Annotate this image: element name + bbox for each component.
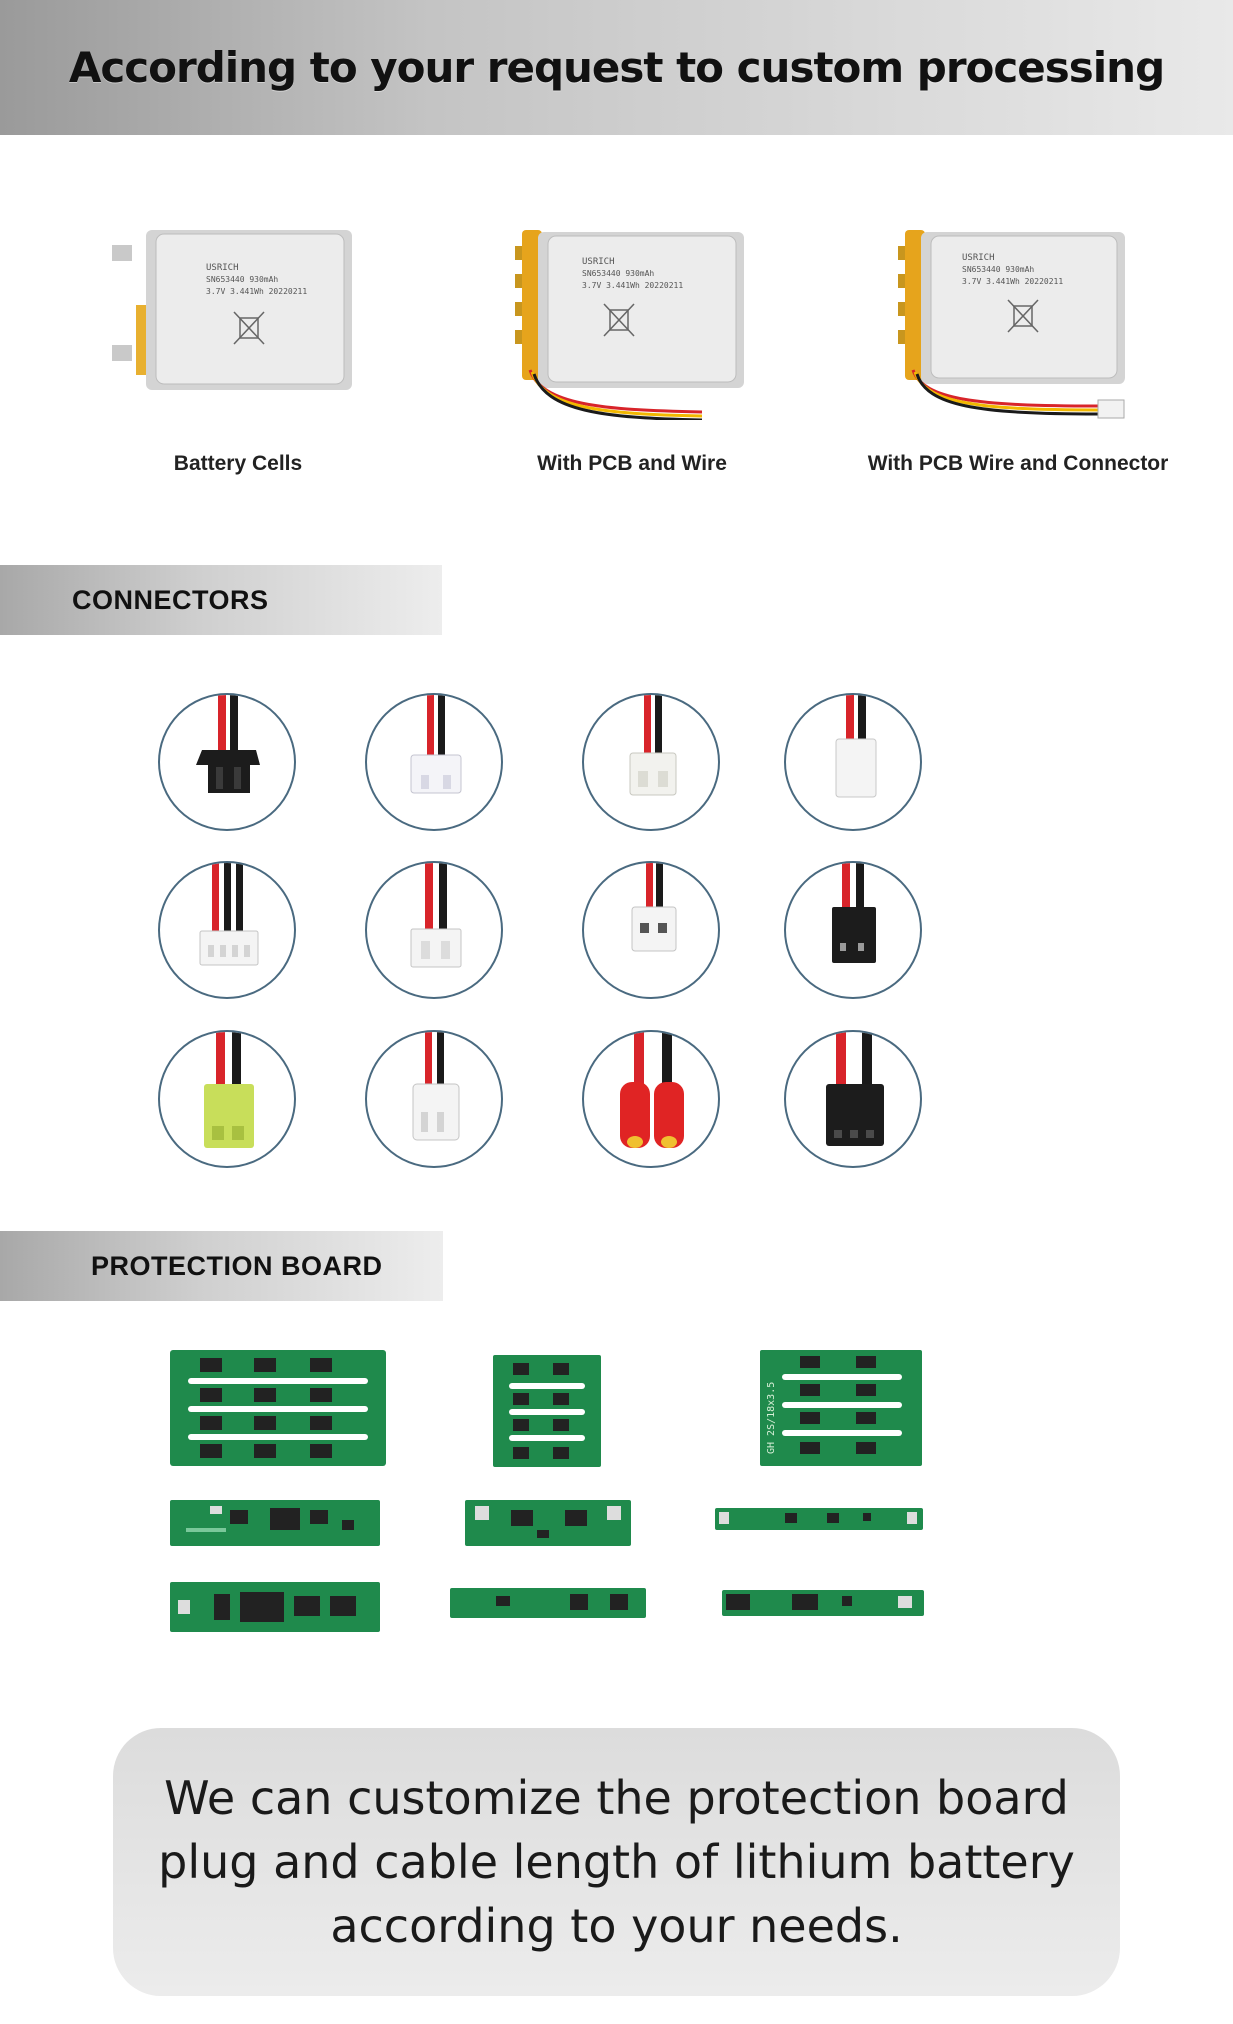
connector-jr-servo <box>784 861 922 999</box>
protection-board-1s-strip <box>715 1508 923 1530</box>
connector-zh <box>365 1030 503 1168</box>
connectors-section-header: CONNECTORS <box>0 565 442 635</box>
protection-board-1s-long <box>450 1588 646 1618</box>
connector-mx <box>582 861 720 999</box>
protection-board-3s-large: GH 2S/18x3.5 <box>760 1350 922 1466</box>
battery-cell-item: USRICH SN653440 930mAh 3.7V 3.441Wh 2022… <box>88 200 388 500</box>
customization-message: We can customize the protection board pl… <box>158 1771 1075 1953</box>
cell-label-line: USRICH <box>582 257 615 267</box>
jst-connector-icon <box>410 863 462 968</box>
board-silkscreen-label: GH 2S/18x3.5 <box>766 1382 777 1454</box>
section-title: PROTECTION BOARD <box>91 1250 383 1281</box>
connector-ph <box>365 693 503 831</box>
cell-label-line: SN653440 930mAh <box>962 265 1034 274</box>
recycle-bin-icon <box>1007 299 1039 333</box>
cell-label-line: USRICH <box>962 253 995 263</box>
connector-jst <box>365 861 503 999</box>
cell-caption: With PCB and Wire <box>537 452 727 475</box>
ph-connector-icon <box>410 695 462 794</box>
section-title: CONNECTORS <box>72 584 269 615</box>
tamiya-connector-icon <box>204 1032 254 1148</box>
sm-connector-icon <box>196 695 260 793</box>
cell-label-line: SN653440 930mAh <box>206 275 278 284</box>
3pin-connector-icon <box>199 863 259 966</box>
protection-board-section-header: PROTECTION BOARD <box>0 1231 443 1301</box>
header-banner: According to your request to custom proc… <box>0 0 1233 135</box>
connector-3pin <box>158 861 296 999</box>
battery-cell-pcb-connector-image: USRICH SN653440 930mAh 3.7V 3.441Wh 2022… <box>898 230 1125 419</box>
protection-board-4s <box>170 1350 386 1466</box>
battery-cell-image: USRICH SN653440 930mAh 3.7V 3.441Wh 2022… <box>112 230 352 390</box>
connector-el <box>784 693 922 831</box>
cell-label-line: SN653440 930mAh <box>582 269 654 278</box>
connector-tamiya <box>158 1030 296 1168</box>
cell-caption: With PCB Wire and Connector <box>867 452 1169 475</box>
connector-sm <box>158 693 296 831</box>
protection-boards-grid: GH 2S/18x3.5 <box>160 1340 960 1660</box>
battery-cell-item: USRICH SN653440 930mAh 3.7V 3.441Wh 2022… <box>858 200 1178 500</box>
protection-board-1s-wide <box>465 1500 631 1546</box>
xh-connector-icon <box>629 695 677 796</box>
protection-board-3s-small <box>493 1355 601 1467</box>
page-title: According to your request to custom proc… <box>68 43 1165 92</box>
battery-cell-pcb-wire-image: USRICH SN653440 930mAh 3.7V 3.441Wh 2022… <box>515 230 744 420</box>
connector-xh <box>582 693 720 831</box>
zh-connector-icon <box>412 1032 460 1141</box>
mini-connector-icon <box>1097 399 1125 419</box>
battery-cell-item: USRICH SN653440 930mAh 3.7V 3.441Wh 2022… <box>482 200 782 500</box>
jr-servo-connector-icon <box>832 863 876 963</box>
t-plug-connector-icon <box>826 1032 884 1146</box>
connector-banana <box>582 1030 720 1168</box>
recycle-bin-icon <box>233 311 265 345</box>
banana-connector-icon <box>620 1032 684 1148</box>
cell-label-line: 3.7V 3.441Wh 20220211 <box>962 277 1063 286</box>
cell-label-line: 3.7V 3.441Wh 20220211 <box>206 287 307 296</box>
connectors-grid <box>158 693 928 1168</box>
protection-board-2s <box>170 1500 380 1546</box>
connector-t-plug <box>784 1030 922 1168</box>
protection-board-2s-ic <box>170 1582 380 1632</box>
cell-label-line: USRICH <box>206 263 239 273</box>
el-connector-icon <box>835 695 877 798</box>
battery-cells-row: USRICH SN653440 930mAh 3.7V 3.441Wh 2022… <box>0 200 1233 500</box>
cell-caption: Battery Cells <box>173 452 303 475</box>
mx-connector-icon <box>631 863 677 952</box>
customization-message-box: We can customize the protection board pl… <box>113 1728 1120 1996</box>
recycle-bin-icon <box>603 303 635 337</box>
cell-label-line: 3.7V 3.441Wh 20220211 <box>582 281 683 290</box>
protection-board-1s-slim <box>722 1590 924 1616</box>
